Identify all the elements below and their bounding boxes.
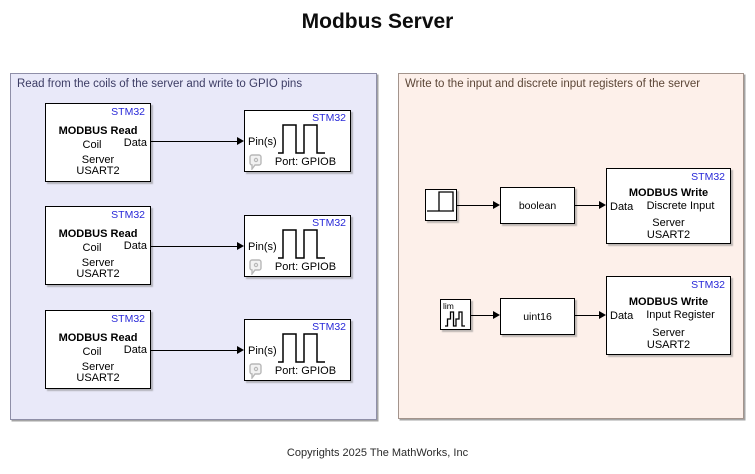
block-name: MODBUS Read [58, 332, 138, 344]
mode-label: Coil [82, 346, 102, 358]
usart-label: USART2 [646, 229, 691, 241]
in-port-label: Pin(s) [248, 345, 277, 357]
gpio-write-block-3[interactable]: STM32 Pin(s) Port: GPIOB [244, 319, 351, 381]
block-name: MODBUS Read [58, 125, 138, 137]
block-name: MODBUS Read [58, 228, 138, 240]
mode-label: Coil [82, 139, 102, 151]
mode-label: Coil [82, 242, 102, 254]
usart-label: USART2 [646, 339, 691, 351]
gpio-port-caption: Port: GPIOB [274, 365, 337, 377]
gpio-badge-icon [249, 363, 262, 379]
arrowhead-icon [493, 311, 500, 320]
stm32-tag: STM32 [691, 171, 725, 183]
server-label: Server [81, 257, 115, 269]
gpio-write-block-1[interactable]: STM32 Pin(s) Port: GPIOB [244, 110, 351, 172]
out-port-label: Data [123, 240, 147, 252]
modbus-read-block-2[interactable]: STM32 MODBUS Read Coil Data Server USART… [45, 206, 151, 285]
signal-wire[interactable] [151, 245, 238, 248]
signal-wire[interactable] [457, 204, 493, 207]
stm32-tag: STM32 [111, 209, 145, 221]
in-port-label: Data [610, 310, 634, 322]
annotation-label: Read from the coils of the server and wr… [17, 78, 303, 90]
model-title: Modbus Server [301, 10, 454, 33]
pulse-wave-icon [427, 191, 454, 212]
stm32-tag: STM32 [312, 321, 346, 333]
stm32-tag: STM32 [312, 217, 346, 229]
usart-label: USART2 [76, 372, 120, 384]
target-label: Discrete Input [646, 200, 715, 212]
out-port-label: Data [123, 344, 147, 356]
gpio-port-caption: Port: GPIOB [274, 156, 337, 168]
gpio-badge-icon [249, 154, 262, 170]
lim-label: lim [443, 301, 454, 311]
arrowhead-icon [599, 201, 606, 210]
modbus-read-block-3[interactable]: STM32 MODBUS Read Coil Data Server USART… [45, 310, 151, 389]
gpio-write-block-2[interactable]: STM32 Pin(s) Port: GPIOB [244, 215, 351, 277]
server-label: Server [652, 327, 685, 339]
square-wave-icon [278, 124, 325, 154]
annotation-area-write-registers[interactable]: Write to the input and discrete input re… [398, 73, 744, 419]
arrowhead-icon [237, 137, 244, 146]
in-port-label: Pin(s) [248, 241, 277, 253]
signal-wire[interactable] [471, 314, 493, 317]
signal-wire[interactable] [575, 204, 599, 207]
block-name: MODBUS Write [628, 187, 709, 199]
server-label: Server [652, 217, 685, 229]
stm32-tag: STM32 [312, 112, 346, 124]
server-label: Server [81, 361, 115, 373]
usart-label: USART2 [76, 268, 120, 280]
gpio-badge-icon [249, 259, 262, 275]
boolean-convert-block[interactable]: boolean [500, 187, 575, 224]
counter-limited-block[interactable]: lim [440, 299, 471, 330]
arrowhead-icon [237, 346, 244, 355]
modbus-read-block-1[interactable]: STM32 MODBUS Read Coil Data Server USART… [45, 103, 151, 182]
in-port-label: Data [610, 201, 634, 213]
arrowhead-icon [237, 242, 244, 251]
annotation-label: Write to the input and discrete input re… [405, 78, 701, 90]
copyright-text: Copyrights 2025 The MathWorks, Inc [286, 447, 469, 459]
signal-wire[interactable] [151, 140, 238, 143]
pulse-generator-block[interactable] [425, 189, 457, 221]
annotation-area-read-coils[interactable]: Read from the coils of the server and wr… [10, 73, 377, 420]
modbus-write-register-block[interactable]: STM32 MODBUS Write Input Register Data S… [606, 276, 731, 355]
stair-wave-icon [445, 311, 465, 327]
server-label: Server [81, 154, 115, 166]
stm32-tag: STM32 [691, 279, 725, 291]
arrowhead-icon [599, 311, 606, 320]
square-wave-icon [278, 333, 325, 363]
stm32-tag: STM32 [111, 313, 145, 325]
gpio-port-caption: Port: GPIOB [274, 261, 337, 273]
square-wave-icon [278, 229, 325, 259]
convert-label: uint16 [523, 310, 552, 323]
uint16-convert-block[interactable]: uint16 [500, 298, 575, 335]
signal-wire[interactable] [575, 314, 599, 317]
block-name: MODBUS Write [628, 296, 709, 308]
stm32-tag: STM32 [111, 106, 145, 118]
target-label: Input Register [646, 309, 715, 321]
arrowhead-icon [493, 201, 500, 210]
convert-label: boolean [518, 199, 557, 212]
usart-label: USART2 [76, 165, 120, 177]
modbus-write-discrete-block[interactable]: STM32 MODBUS Write Discrete Input Data S… [606, 168, 731, 244]
in-port-label: Pin(s) [248, 136, 277, 148]
out-port-label: Data [123, 137, 147, 149]
signal-wire[interactable] [151, 349, 238, 352]
